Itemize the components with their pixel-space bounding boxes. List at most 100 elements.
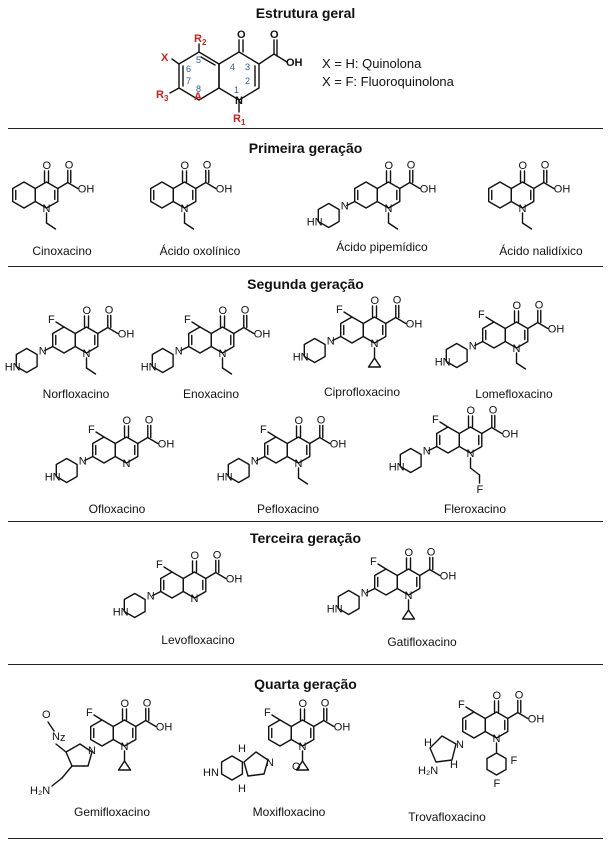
label-r3: R	[156, 89, 164, 101]
compound-name: Levofloxacino	[161, 633, 235, 647]
svg-text:5: 5	[196, 55, 201, 65]
atom-hn: HN	[327, 604, 343, 616]
svg-text:3: 3	[164, 94, 169, 103]
atom-o: O	[385, 160, 394, 172]
atom-o: O	[237, 29, 246, 41]
atom-oh: OH	[226, 574, 243, 586]
atom-f: F	[264, 707, 271, 719]
compound-name: Cinoxacino	[32, 244, 92, 258]
compound-name: Ácido oxolínico	[159, 244, 241, 258]
section-title-third-generation: Terceira geração	[249, 530, 362, 546]
compound-name: Ciprofloxacino	[323, 385, 401, 399]
section-title-general: Estrutura geral	[255, 5, 356, 21]
atom-o: O	[42, 709, 51, 721]
atom-n: N	[79, 456, 87, 468]
divider	[8, 521, 603, 522]
atom-hn: HN	[203, 767, 219, 779]
atom-o: O	[292, 761, 301, 773]
atom-o: O	[203, 160, 212, 172]
atom-n: N	[219, 348, 227, 360]
compound-name: Ácido nalidíxico	[499, 244, 583, 258]
atom-h2n: H₂N	[418, 765, 438, 777]
atom-oh: OH	[528, 714, 545, 726]
atom-f: F	[477, 484, 484, 496]
atom-n: N	[235, 95, 243, 107]
atom-hn: HN	[113, 607, 129, 619]
divider	[8, 128, 603, 129]
atom-f: F	[511, 755, 518, 767]
atom-f: F	[260, 424, 267, 436]
atom-o: O	[105, 305, 114, 317]
atom-n: N	[191, 593, 199, 605]
compound-name: Enoxacino	[182, 387, 240, 401]
svg-text:2: 2	[245, 76, 250, 86]
atom-o: O	[65, 160, 74, 172]
atom-oh: OH	[406, 319, 423, 331]
atom-n: N	[371, 338, 379, 350]
atom-n: N	[83, 348, 91, 360]
compound-name: Gemifloxacino	[73, 805, 151, 819]
atom-hn: HN	[5, 362, 21, 374]
atom-oh: OH	[330, 439, 347, 451]
atom-n: N	[519, 203, 527, 215]
atom-n: N	[493, 733, 501, 745]
atom-n: N	[147, 591, 155, 603]
atom-f: F	[494, 778, 501, 790]
atom-n: N	[469, 341, 477, 353]
atom-o: O	[181, 160, 190, 172]
svg-text:6: 6	[186, 64, 191, 74]
atom-o: O	[270, 29, 279, 41]
label-r2: R	[194, 33, 202, 45]
svg-text:2: 2	[202, 38, 207, 47]
atom-n: N	[181, 203, 189, 215]
svg-text:7: 7	[186, 76, 191, 86]
atom-oh: OH	[118, 329, 135, 341]
section-title-fourth-generation: Quarta geração	[254, 676, 357, 692]
atom-oh: OH	[156, 722, 173, 734]
compound-name: Lomefloxacino	[475, 387, 553, 401]
atom-n: N	[361, 588, 369, 600]
atom-o: O	[145, 415, 154, 427]
atom-n: N	[52, 731, 60, 743]
atom-oh: OH	[254, 329, 271, 341]
atom-o: O	[493, 690, 502, 702]
atom-oh: OH	[420, 184, 437, 196]
svg-text:3: 3	[245, 62, 250, 72]
atom-n: N	[295, 458, 303, 470]
atom-z: z	[60, 732, 66, 744]
svg-text:4: 4	[230, 62, 235, 72]
atom-hn: HN	[293, 352, 309, 364]
atom-oh: OH	[548, 324, 565, 336]
atom-o: O	[467, 405, 476, 417]
atom-n: N	[266, 757, 274, 769]
atom-f: F	[48, 314, 55, 326]
compound-name: Trovafloxacino	[408, 810, 486, 824]
atom-n: N	[121, 741, 129, 753]
divider	[8, 664, 603, 665]
svg-text:8: 8	[196, 84, 201, 94]
atom-n: N	[467, 448, 475, 460]
atom-h2n: H₂N	[30, 785, 50, 797]
atom-f: F	[156, 559, 163, 571]
atom-n: N	[39, 346, 47, 358]
divider	[8, 838, 603, 839]
atom-n: N	[88, 745, 96, 757]
atom-o: O	[219, 305, 228, 317]
atom-n: N	[299, 741, 307, 753]
atom-h: H	[424, 737, 432, 749]
atom-oh: OH	[554, 184, 571, 196]
atom-n: N	[513, 343, 521, 355]
